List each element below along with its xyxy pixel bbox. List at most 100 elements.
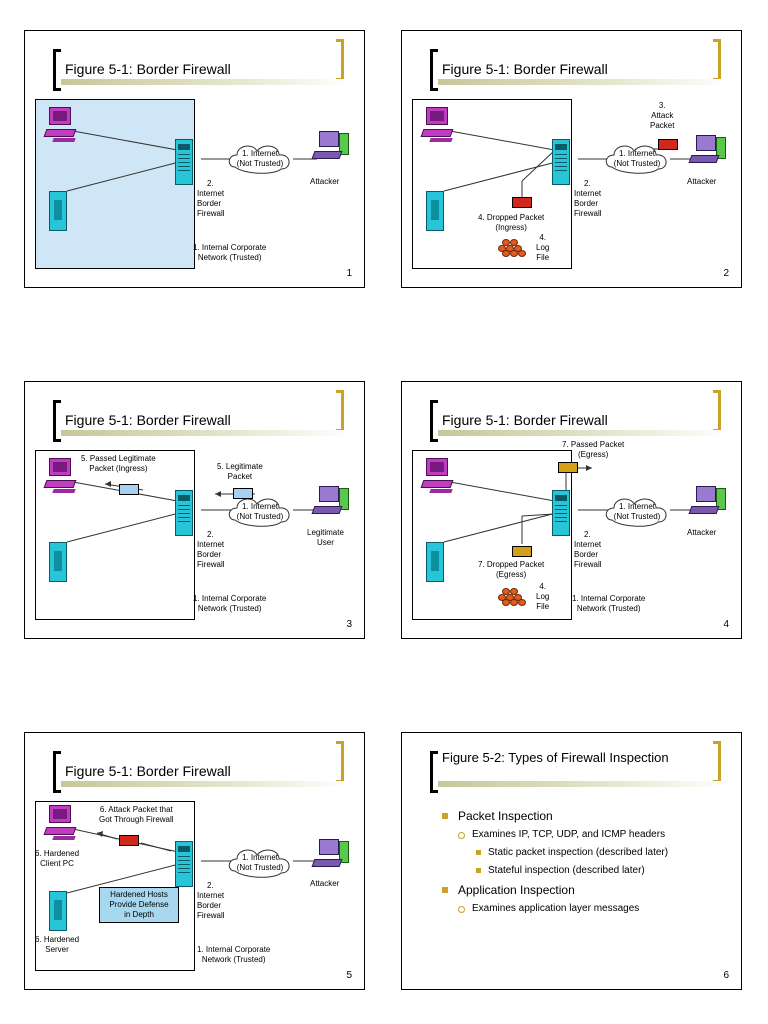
cloud-label-line2: (Not Trusted) xyxy=(236,863,284,872)
attacker-icon xyxy=(311,131,353,165)
cloud-label-line2: (Not Trusted) xyxy=(613,512,661,521)
internet-cloud-icon: 1. Internet(Not Trusted) xyxy=(225,494,295,530)
bullet-list: Packet Inspection Examines IP, TCP, UDP,… xyxy=(442,808,732,920)
hardened-server-icon xyxy=(49,891,67,931)
slide-4: Figure 5-1: Border Firewall 1. Internet(… xyxy=(401,381,742,639)
network-lines xyxy=(66,130,317,192)
internal-network-box xyxy=(412,450,572,620)
attack-packet-icon xyxy=(119,835,139,846)
slide-title: Figure 5-1: Border Firewall xyxy=(65,61,231,77)
cloud-label-line1: 1. Internet xyxy=(618,149,656,158)
page-number: 2 xyxy=(723,268,729,279)
dropped-packet-label: 4. Dropped Packet(Ingress) xyxy=(478,213,545,232)
passed-packet-label: 7. Passed Packet(Egress) xyxy=(562,440,625,459)
log-file-icon xyxy=(498,588,526,606)
internet-cloud-icon: 1. Internet(Not Trusted) xyxy=(225,141,295,177)
attacker-label: Attacker xyxy=(687,528,717,537)
slide-title: Figure 5-1: Border Firewall xyxy=(442,61,608,77)
page-number: 4 xyxy=(723,619,729,630)
attacker-label: Attacker xyxy=(310,177,340,186)
firewall-icon xyxy=(175,490,193,536)
title-bracket-left xyxy=(53,49,61,91)
slide-title: Figure 5-2: Types of Firewall Inspection xyxy=(442,750,669,765)
passed-packet-icon xyxy=(558,462,578,473)
bullet-item: Examines application layer messages xyxy=(442,902,732,916)
bullet-item: Application Inspection xyxy=(442,882,732,898)
title-underline xyxy=(61,781,351,787)
internal-network-box xyxy=(35,801,195,971)
server-icon xyxy=(49,191,67,231)
firewall-icon xyxy=(552,139,570,185)
title-bracket-left xyxy=(430,49,438,91)
hardened-client-pc-icon xyxy=(43,805,79,841)
bullet-item: Stateful inspection (described later) xyxy=(442,864,732,878)
log-file-icon xyxy=(498,239,526,257)
bullet-item: Examines IP, TCP, UDP, and ICMP headers xyxy=(442,828,732,842)
title-bracket-left xyxy=(53,400,61,442)
server-icon xyxy=(426,191,444,231)
page-number: 6 xyxy=(723,970,729,981)
title-bracket-left xyxy=(53,751,61,793)
title-underline xyxy=(61,79,351,85)
legitimate-packet-icon xyxy=(233,488,253,499)
internet-cloud-icon: 1. Internet(Not Trusted) xyxy=(602,141,672,177)
dropped-packet-icon xyxy=(512,197,532,208)
attacker-icon xyxy=(311,839,353,873)
internal-network-box xyxy=(412,99,572,269)
title-bracket-left xyxy=(430,400,438,442)
cloud-label-line2: (Not Trusted) xyxy=(236,159,284,168)
dropped-packet-label: 7. Dropped Packet(Egress) xyxy=(478,560,545,579)
client-pc-icon xyxy=(43,107,79,143)
server-icon xyxy=(426,542,444,582)
internal-network-box xyxy=(35,450,195,620)
firewall-icon xyxy=(175,139,193,185)
cloud-label-line2: (Not Trusted) xyxy=(613,159,661,168)
title-underline xyxy=(438,781,728,787)
bullet-item: Static packet inspection (described late… xyxy=(442,846,732,860)
firewall-icon xyxy=(175,841,193,887)
slide-3: Figure 5-1: Border Firewall 1. Internet(… xyxy=(24,381,365,639)
passed-packet-icon xyxy=(119,484,139,495)
title-bracket-right xyxy=(713,741,721,783)
slide-title: Figure 5-1: Border Firewall xyxy=(442,412,608,428)
slide-1: Figure 5-1: Border Firewall 1. Internet(… xyxy=(24,30,365,288)
client-pc-icon xyxy=(420,107,456,143)
cloud-label-line1: 1. Internet xyxy=(241,149,279,158)
attacker-label: Attacker xyxy=(687,177,717,186)
title-underline xyxy=(438,79,728,85)
attack-packet-icon xyxy=(658,139,678,150)
slide-title: Figure 5-1: Border Firewall xyxy=(65,763,231,779)
slide-6: Figure 5-2: Types of Firewall Inspection… xyxy=(401,732,742,990)
cloud-label-line1: 1. Internet xyxy=(241,502,279,511)
title-underline xyxy=(61,430,351,436)
server-icon xyxy=(49,542,67,582)
title-underline xyxy=(438,430,728,436)
dropped-packet-icon xyxy=(512,546,532,557)
attacker-icon xyxy=(688,135,730,169)
legitimate-user-icon xyxy=(311,486,353,520)
bullet-item: Packet Inspection xyxy=(442,808,732,824)
slide-2: Figure 5-1: Border Firewall 1. Internet(… xyxy=(401,30,742,288)
page-number: 5 xyxy=(346,970,352,981)
cloud-label-line1: 1. Internet xyxy=(618,502,656,511)
client-pc-icon xyxy=(43,458,79,494)
attacker-icon xyxy=(688,486,730,520)
slide-title: Figure 5-1: Border Firewall xyxy=(65,412,231,428)
